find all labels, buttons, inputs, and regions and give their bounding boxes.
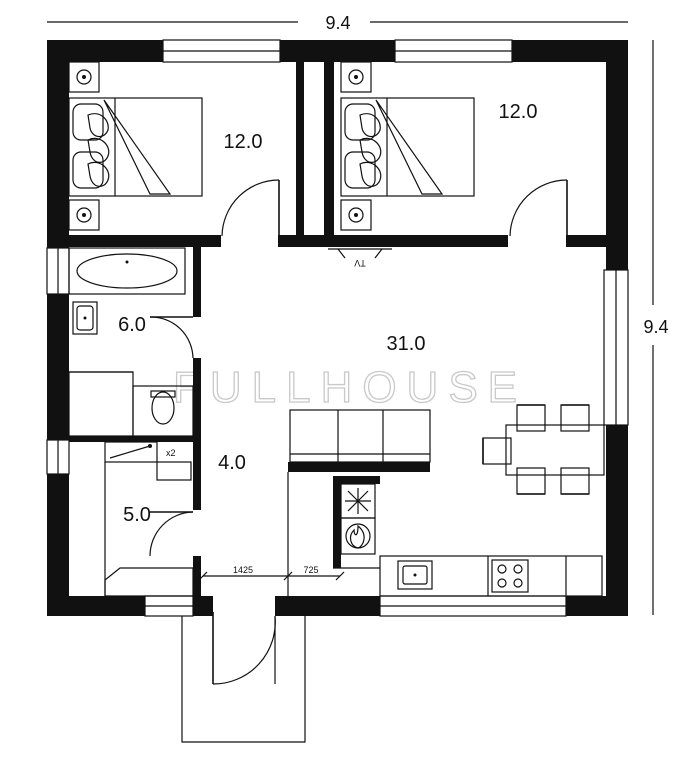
table-icon xyxy=(505,424,605,476)
bed-icon xyxy=(340,97,475,197)
living-area: 31.0 xyxy=(387,333,426,355)
bed-icon xyxy=(68,97,203,197)
sofa-icon xyxy=(289,409,431,463)
sink-icon xyxy=(72,301,98,335)
wc-area: 5.0 xyxy=(123,504,151,526)
bathtub-icon xyxy=(68,247,186,295)
right-dimension-label: 9.4 xyxy=(643,317,668,337)
bathroom-area: 6.0 xyxy=(118,314,146,336)
cooktop-icon xyxy=(491,559,529,593)
hall-area: 4.0 xyxy=(218,452,246,474)
nightstand-icon xyxy=(340,61,372,231)
hall-width-label: 1425 xyxy=(233,565,253,575)
entrance-porch xyxy=(181,616,306,743)
cooktop-icon xyxy=(104,567,194,597)
exterior-walls xyxy=(47,40,628,616)
closet-width-label: 725 xyxy=(303,565,318,575)
right-dimension: 9.4 xyxy=(643,40,669,615)
nightstand-icon xyxy=(68,61,100,231)
interior-walls xyxy=(69,62,606,596)
hall-measurement: 1425 725 xyxy=(198,565,345,581)
watermark: FULLHOUSE xyxy=(173,363,527,412)
fridge-icon xyxy=(340,483,376,519)
door-icon xyxy=(149,179,568,685)
kitchen-counter xyxy=(379,555,603,597)
bedroom-right-area: 12.0 xyxy=(499,101,538,123)
bedroom-left-area: 12.0 xyxy=(224,131,263,153)
top-dimension-label: 9.4 xyxy=(325,13,350,33)
shower-icon: x2 xyxy=(104,441,192,481)
windows xyxy=(46,39,629,617)
top-dimension: 9.4 xyxy=(47,13,628,33)
x2-label: x2 xyxy=(166,448,176,458)
sink-icon xyxy=(397,560,433,590)
chair-icon xyxy=(482,404,590,495)
tv-icon: TV xyxy=(328,248,392,268)
tv-label: TV xyxy=(354,258,366,268)
stove-icon xyxy=(340,517,376,555)
